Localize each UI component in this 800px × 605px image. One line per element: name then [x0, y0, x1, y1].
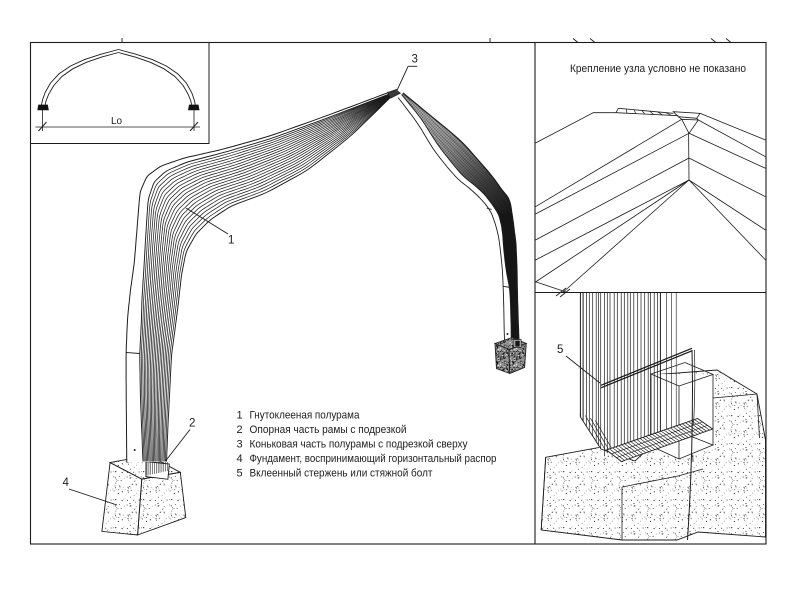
svg-text:Фундамент, воспринимающий гори: Фундамент, воспринимающий горизонтальный…: [250, 453, 497, 465]
svg-text:5: 5: [557, 344, 563, 356]
svg-text:Lo: Lo: [111, 116, 123, 127]
svg-text:3: 3: [237, 439, 243, 451]
svg-text:Гнутоклееная полурама: Гнутоклееная полурама: [250, 410, 361, 422]
svg-text:Опорная часть рамы с подрезкой: Опорная часть рамы с подрезкой: [250, 424, 407, 436]
svg-text:1: 1: [237, 410, 243, 422]
svg-text:2: 2: [189, 418, 195, 430]
svg-text:2: 2: [237, 424, 243, 436]
svg-text:5: 5: [237, 468, 243, 480]
svg-text:Вклеенный стержень или стяжной: Вклеенный стержень или стяжной болт: [250, 468, 433, 480]
svg-text:Коньковая часть полурамы с под: Коньковая часть полурамы с подрезкой све…: [250, 439, 468, 451]
svg-text:4: 4: [237, 453, 243, 465]
svg-text:1: 1: [228, 235, 234, 247]
svg-text:3: 3: [412, 54, 418, 66]
svg-text:Крепление узла условно не пока: Крепление узла условно не показано: [570, 63, 746, 75]
svg-text:4: 4: [63, 477, 70, 489]
